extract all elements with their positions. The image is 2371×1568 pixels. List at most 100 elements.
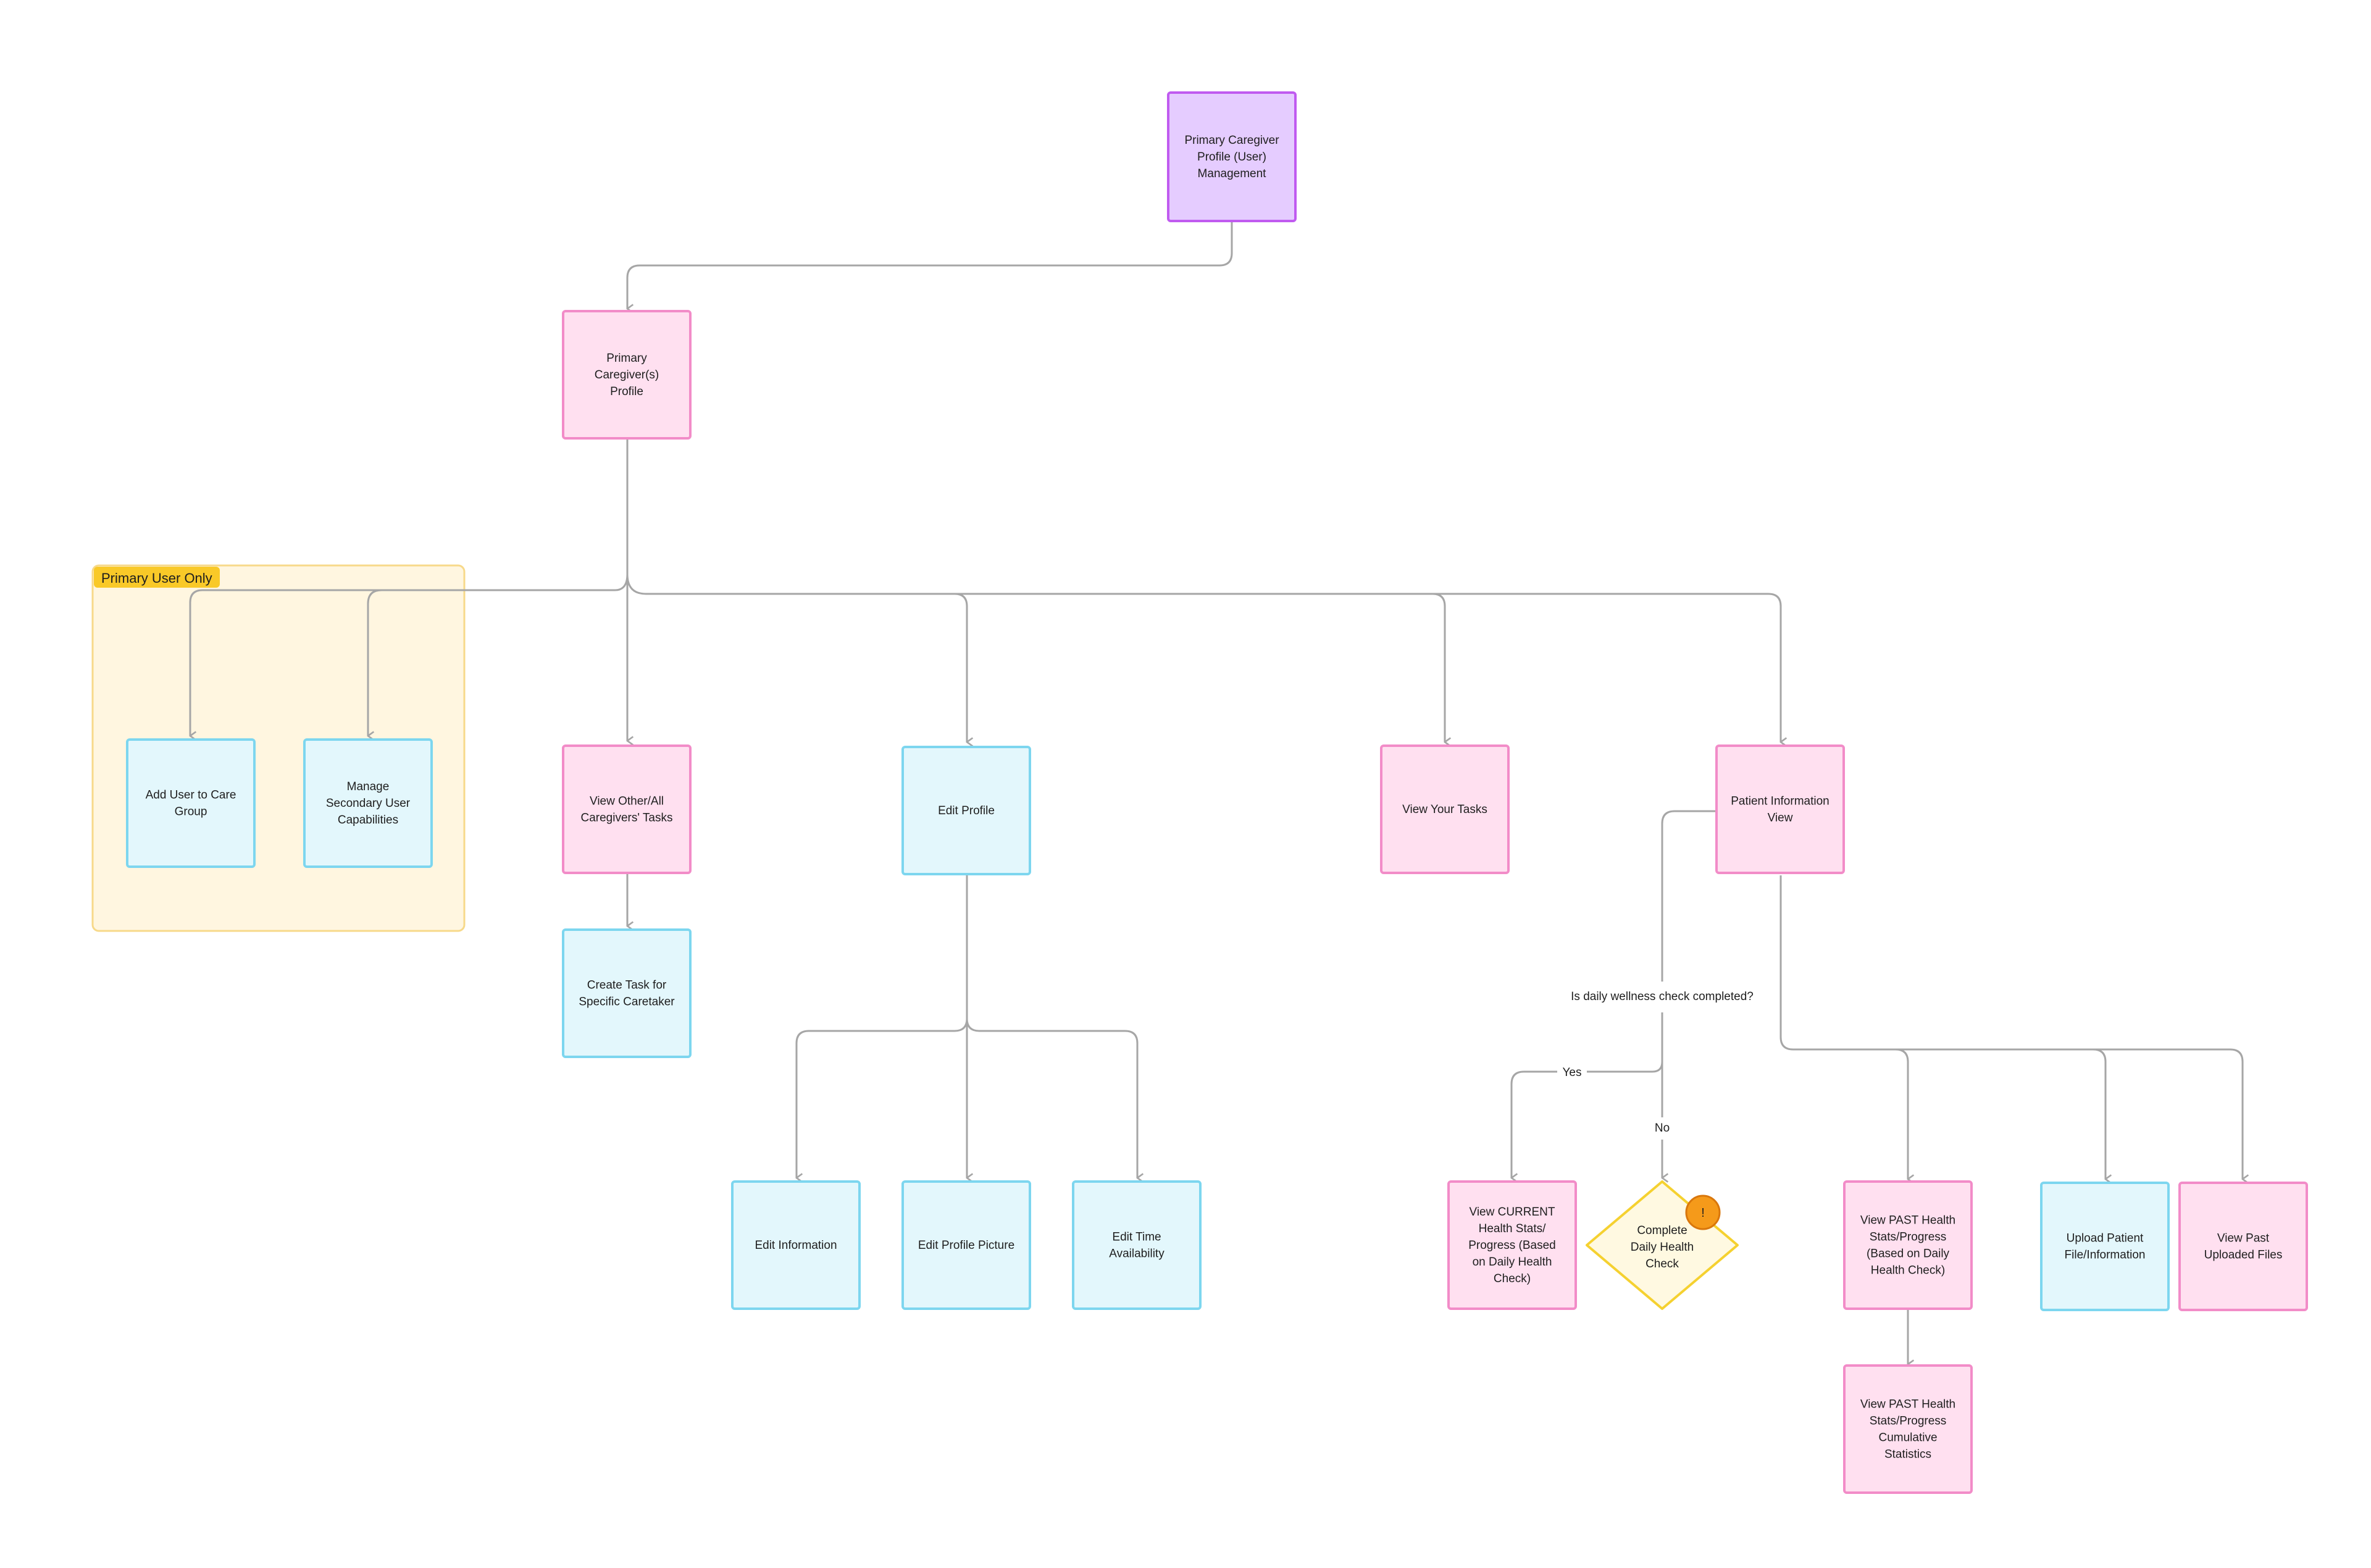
node-label-line: Capabilities bbox=[338, 814, 398, 827]
node-label-line: Stats/Progress bbox=[1870, 1415, 1947, 1428]
node-label-line: Caregivers' Tasks bbox=[581, 812, 673, 825]
exclamation-icon: ! bbox=[1685, 1195, 1721, 1230]
edge-to-upload-file bbox=[2093, 1048, 2105, 1179]
node-label-line: Specific Caretaker bbox=[579, 996, 675, 1009]
edge-to-add-user bbox=[189, 573, 629, 736]
group-label: Primary User Only bbox=[101, 570, 212, 586]
node-label-line: Add User to Care bbox=[146, 789, 236, 802]
node-label-line: Edit Profile bbox=[938, 804, 995, 817]
node-label-line: Check bbox=[1645, 1257, 1679, 1270]
node-label-line: Upload Patient bbox=[2067, 1232, 2144, 1245]
edge-to-manage-secondary bbox=[367, 589, 382, 736]
node-label-line: Edit Time bbox=[1112, 1231, 1161, 1244]
edge-decision-yes bbox=[1510, 1012, 1663, 1178]
view-your-tasks-label: View Your Tasks bbox=[1402, 803, 1487, 816]
edge-root-to-profile bbox=[626, 221, 1233, 309]
edit-profile-picture-node[interactable]: Edit Profile Picture bbox=[901, 1180, 1031, 1310]
node-label-line: Manage bbox=[347, 780, 390, 793]
node-label-line: Health Check) bbox=[1871, 1264, 1945, 1277]
node-label-line: Create Task for bbox=[587, 979, 667, 992]
no-label: No bbox=[1655, 1122, 1670, 1135]
no-label-bg bbox=[1649, 1119, 1676, 1137]
node-label-line: (Based on Daily bbox=[1867, 1248, 1950, 1261]
node-label-line: Edit Information bbox=[755, 1239, 837, 1252]
node-label-line: View Past bbox=[2217, 1232, 2270, 1245]
node-label-line: Complete bbox=[1637, 1224, 1687, 1237]
node-label-line: Patient Information bbox=[1731, 795, 1829, 808]
node-label-line: View PAST Health bbox=[1860, 1214, 1955, 1227]
decision-question-label: Is daily wellness check completed? bbox=[1571, 990, 1754, 1003]
group-tag bbox=[94, 567, 220, 588]
edit-information-node[interactable]: Edit Information bbox=[731, 1180, 861, 1310]
node-label-line: Caregiver(s) bbox=[595, 369, 659, 382]
node-label-line: Check) bbox=[1494, 1272, 1531, 1285]
node-label-line: Primary bbox=[606, 352, 647, 365]
node-label-line: Profile bbox=[610, 385, 643, 398]
node-label-line: Availability bbox=[1109, 1248, 1165, 1261]
svg-text:!: ! bbox=[1701, 1206, 1705, 1220]
edge-patient-to-right bbox=[1779, 875, 2243, 1179]
node-label-line: Statistics bbox=[1884, 1448, 1931, 1461]
edge-to-edit-information bbox=[795, 1018, 968, 1178]
node-label-line: View bbox=[1768, 812, 1793, 825]
edge-to-view-past bbox=[1895, 1048, 1908, 1179]
node-label-line: Secondary User bbox=[326, 797, 411, 810]
edit-profile-label: Edit Profile bbox=[938, 804, 995, 817]
node-label-line: View PAST Health bbox=[1860, 1398, 1955, 1411]
question-label-bg bbox=[1566, 984, 1758, 1009]
edge-labels: Is daily wellness check completed? Yes N… bbox=[1557, 984, 1758, 1137]
edges bbox=[189, 221, 2243, 1364]
node-label-line: Progress (Based bbox=[1468, 1239, 1556, 1252]
node-label-line: Daily Health bbox=[1631, 1241, 1694, 1254]
edit-profile-picture-label: Edit Profile Picture bbox=[918, 1239, 1014, 1252]
edge-to-view-your-tasks bbox=[1432, 593, 1445, 742]
yes-label: Yes bbox=[1563, 1066, 1582, 1079]
edge-to-edit-time bbox=[966, 1018, 1137, 1178]
node-label-line: Management bbox=[1198, 167, 1267, 180]
view-your-tasks-node[interactable]: View Your Tasks bbox=[1380, 744, 1510, 874]
edit-profile-node[interactable]: Edit Profile bbox=[901, 746, 1031, 875]
node-label-line: View Other/All bbox=[590, 795, 664, 808]
node-label-line: Uploaded Files bbox=[2204, 1249, 2283, 1262]
node-label-line: View Your Tasks bbox=[1402, 803, 1487, 816]
node-label-line: on Daily Health bbox=[1473, 1256, 1552, 1269]
edge-to-edit-profile bbox=[954, 593, 967, 742]
edge-patient-to-decision bbox=[1661, 810, 1717, 982]
node-label-line: Health Stats/ bbox=[1479, 1222, 1546, 1235]
yes-label-bg bbox=[1557, 1063, 1587, 1082]
edge-to-right-branches bbox=[626, 573, 1781, 742]
node-label-line: Stats/Progress bbox=[1870, 1231, 1947, 1244]
edit-information-label: Edit Information bbox=[755, 1239, 837, 1252]
node-label-line: Primary Caregiver bbox=[1184, 134, 1279, 147]
node-label-line: Profile (User) bbox=[1197, 151, 1266, 164]
